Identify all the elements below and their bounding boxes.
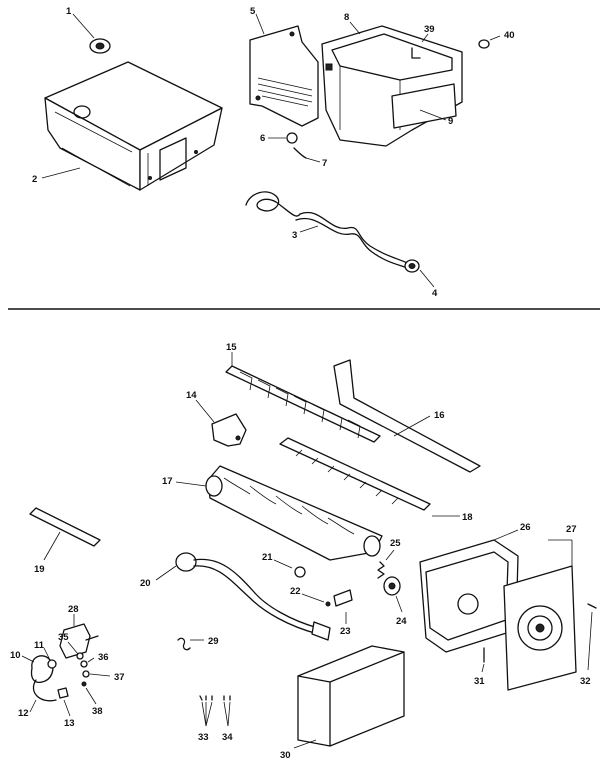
callout-15: 15: [226, 342, 237, 353]
callout-21: 21: [262, 552, 273, 563]
callout-9: 9: [448, 116, 453, 127]
callout-31: 31: [474, 676, 485, 687]
part-12-tube: [29, 699, 37, 713]
callout-5: 5: [250, 6, 256, 17]
part-32-screw: [587, 603, 597, 671]
part-9-panel: [391, 83, 457, 129]
callout-18: 18: [462, 512, 473, 523]
part-30-cover: [293, 645, 405, 749]
part-16-cover-strip: [333, 359, 481, 473]
part-3-wire-harness: [245, 191, 435, 288]
part-29-coil: [177, 637, 204, 651]
part-25-spring: [377, 549, 395, 579]
callout-23: 23: [340, 626, 351, 637]
part-14-bracket: [195, 399, 247, 447]
callout-16: 16: [434, 410, 445, 421]
callout-35: 35: [58, 632, 69, 643]
callout-40: 40: [504, 30, 515, 41]
part-17-mold: [175, 465, 383, 561]
part-7-clip: [293, 147, 321, 163]
part-23-clip: [333, 589, 353, 624]
callout-30: 30: [280, 750, 291, 761]
part-6-screw: [268, 132, 298, 144]
callout-20: 20: [140, 578, 151, 589]
callout-17: 17: [162, 476, 173, 487]
callout-8: 8: [344, 12, 349, 23]
part-5-cover: [249, 13, 319, 127]
callout-2: 2: [32, 174, 37, 185]
part-10-fitting: [21, 655, 57, 702]
part-21-plug: [273, 559, 306, 578]
part-26-housing: [419, 529, 519, 653]
callout-13: 13: [64, 718, 75, 729]
callout-32: 32: [580, 676, 591, 687]
callout-1: 1: [66, 6, 72, 17]
callout-38: 38: [92, 706, 103, 717]
callout-12: 12: [18, 708, 29, 719]
callout-39: 39: [424, 24, 435, 35]
part-33-screws: [199, 695, 213, 727]
part-28-valve: [59, 614, 99, 659]
callout-6: 6: [260, 133, 265, 144]
callout-37: 37: [114, 672, 125, 683]
part-11-nut: [43, 647, 57, 669]
callout-26: 26: [520, 522, 531, 533]
part-36-nut: [80, 657, 95, 668]
callout-14: 14: [186, 390, 197, 401]
part-39-bracket: [411, 33, 429, 59]
callout-27: 27: [566, 524, 577, 535]
callout-4: 4: [432, 288, 438, 299]
part-37-fitting: [82, 670, 111, 678]
part-15-ejector: [225, 352, 381, 443]
callout-7: 7: [322, 158, 327, 169]
callout-11: 11: [34, 640, 45, 651]
part-22-screw: [301, 593, 331, 607]
part-19-heater: [29, 507, 101, 561]
part-2-ice-bucket: [41, 61, 223, 191]
callout-33: 33: [198, 732, 209, 743]
callout-24: 24: [396, 616, 407, 627]
part-8-housing: [321, 21, 463, 147]
callout-34: 34: [222, 732, 233, 743]
part-27-motor-plate: [503, 539, 577, 691]
callout-36: 36: [98, 652, 109, 663]
callout-19: 19: [34, 564, 45, 575]
callout-22: 22: [290, 586, 301, 597]
part-18-rack: [279, 437, 460, 517]
part-1-cap: [72, 13, 111, 54]
part-24-gear: [383, 576, 403, 613]
part-35-washer: [67, 641, 84, 660]
part-38-ferrule: [81, 681, 97, 705]
part-20-harness: [155, 552, 331, 641]
part-13-clamp: [57, 687, 71, 717]
part-34-screws: [223, 695, 231, 727]
callout-3: 3: [292, 230, 297, 241]
part-40-clip: [478, 35, 501, 49]
callout-labels: 1 2 3 4 5 6 7 8 9 39 40 15 14 16 17 18 1…: [10, 6, 591, 761]
callout-29: 29: [208, 636, 219, 647]
callout-10: 10: [10, 650, 21, 661]
callout-28: 28: [68, 604, 79, 615]
part-31-screw: [481, 647, 485, 673]
callout-25: 25: [390, 538, 401, 549]
